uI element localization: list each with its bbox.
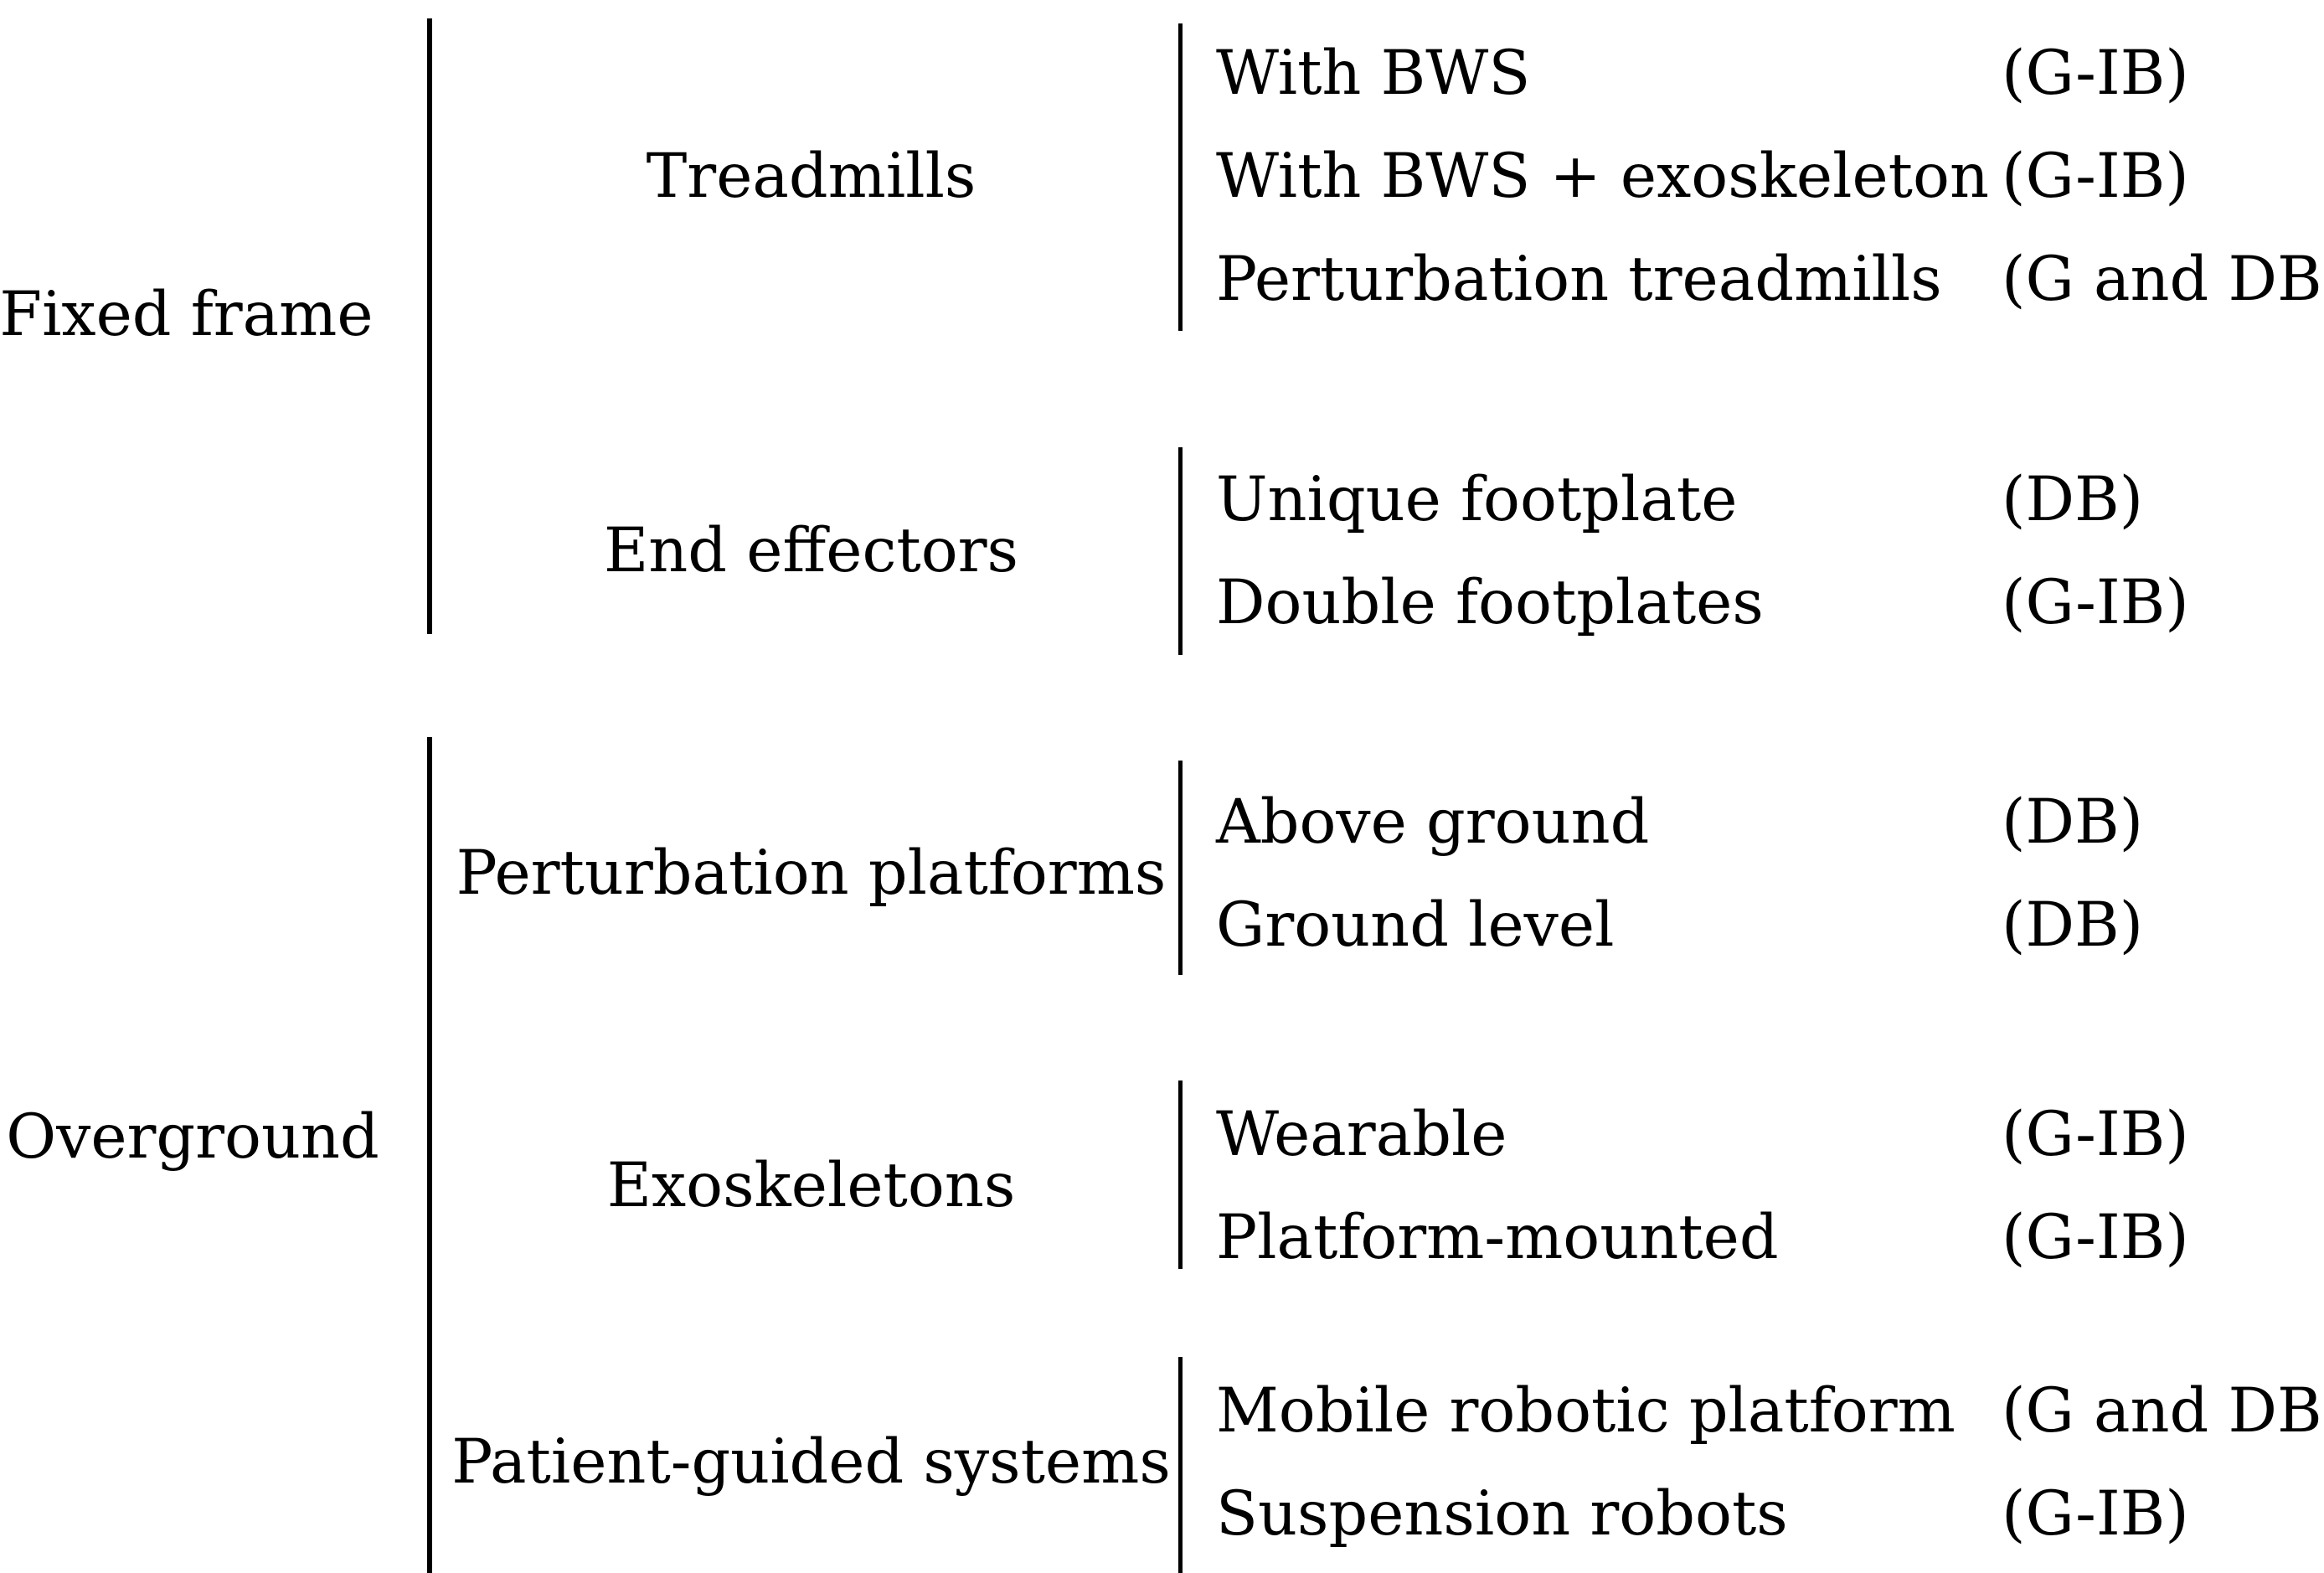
- items-patient-guided-systems: Mobile robotic platform (G and DB) Suspe…: [1183, 1359, 2324, 1565]
- items-exoskeletons: Wearable (G-IB) Platform-mounted (G-IB): [1183, 1083, 2324, 1289]
- item-with-bws: With BWS (G-IB): [1183, 22, 2324, 125]
- item-code: (G-IB): [2002, 38, 2189, 109]
- subgroup-label-end-effectors: End effectors: [603, 514, 1019, 586]
- item-code: (G-IB): [2002, 1099, 2189, 1170]
- items-treadmills: With BWS (G-IB) With BWS + exoskeleton (…: [1183, 22, 2324, 331]
- item-ground-level: Ground level (DB): [1183, 874, 2324, 977]
- item-mobile-robotic-platform: Mobile robotic platform (G and DB): [1183, 1359, 2324, 1462]
- bracket-line-perturbation-platforms: [1178, 761, 1183, 975]
- bracket-line-fixed-frame: [427, 18, 432, 634]
- item-label: Double footplates: [1216, 567, 1764, 638]
- item-label: Wearable: [1216, 1099, 1507, 1170]
- subgroup-label-perturbation-platforms: Perturbation platforms: [456, 837, 1167, 909]
- item-label: With BWS + exoskeleton: [1216, 141, 1989, 212]
- item-label: Unique footplate: [1216, 464, 1738, 535]
- item-label: With BWS: [1216, 38, 1531, 109]
- item-unique-footplate: Unique footplate (DB): [1183, 448, 2324, 551]
- item-label: Perturbation treadmills: [1216, 244, 1942, 315]
- item-code: (DB): [2002, 890, 2144, 961]
- item-code: (G-IB): [2002, 1202, 2189, 1273]
- items-perturbation-platforms: Above ground (DB) Ground level (DB): [1183, 771, 2324, 977]
- item-code: (DB): [2002, 786, 2144, 858]
- item-code: (DB): [2002, 464, 2144, 535]
- item-wearable: Wearable (G-IB): [1183, 1083, 2324, 1186]
- item-code: (G and DB): [2002, 244, 2324, 315]
- bracket-line-patient-guided-systems: [1178, 1357, 1183, 1573]
- item-double-footplates: Double footplates (G-IB): [1183, 551, 2324, 654]
- item-above-ground: Above ground (DB): [1183, 771, 2324, 874]
- item-label: Suspension robots: [1216, 1478, 1788, 1550]
- item-platform-mounted: Platform-mounted (G-IB): [1183, 1186, 2324, 1289]
- item-label: Ground level: [1216, 890, 1615, 961]
- item-code: (G-IB): [2002, 1478, 2189, 1550]
- item-with-bws-exoskeleton: With BWS + exoskeleton (G-IB): [1183, 125, 2324, 228]
- bracket-line-exoskeletons: [1178, 1080, 1183, 1269]
- item-code: (G-IB): [2002, 141, 2189, 212]
- item-code: (G-IB): [2002, 567, 2189, 638]
- item-code: (G and DB): [2002, 1375, 2324, 1447]
- item-label: Mobile robotic platform: [1216, 1375, 1956, 1447]
- subgroup-label-treadmills: Treadmills: [646, 140, 976, 212]
- bracket-line-treadmills: [1178, 23, 1183, 331]
- bracket-line-end-effectors: [1178, 447, 1183, 655]
- group-label-overground: Overground: [6, 1101, 379, 1173]
- subgroup-label-exoskeletons: Exoskeletons: [606, 1149, 1016, 1221]
- item-label: Platform-mounted: [1216, 1202, 1779, 1273]
- group-label-fixed-frame: Fixed frame: [0, 278, 374, 350]
- item-perturbation-treadmills: Perturbation treadmills (G and DB): [1183, 228, 2324, 331]
- item-suspension-robots: Suspension robots (G-IB): [1183, 1462, 2324, 1565]
- item-label: Above ground: [1216, 786, 1650, 858]
- bracket-line-overground: [427, 737, 432, 1573]
- subgroup-label-patient-guided-systems: Patient-guided systems: [451, 1426, 1171, 1498]
- items-end-effectors: Unique footplate (DB) Double footplates …: [1183, 448, 2324, 654]
